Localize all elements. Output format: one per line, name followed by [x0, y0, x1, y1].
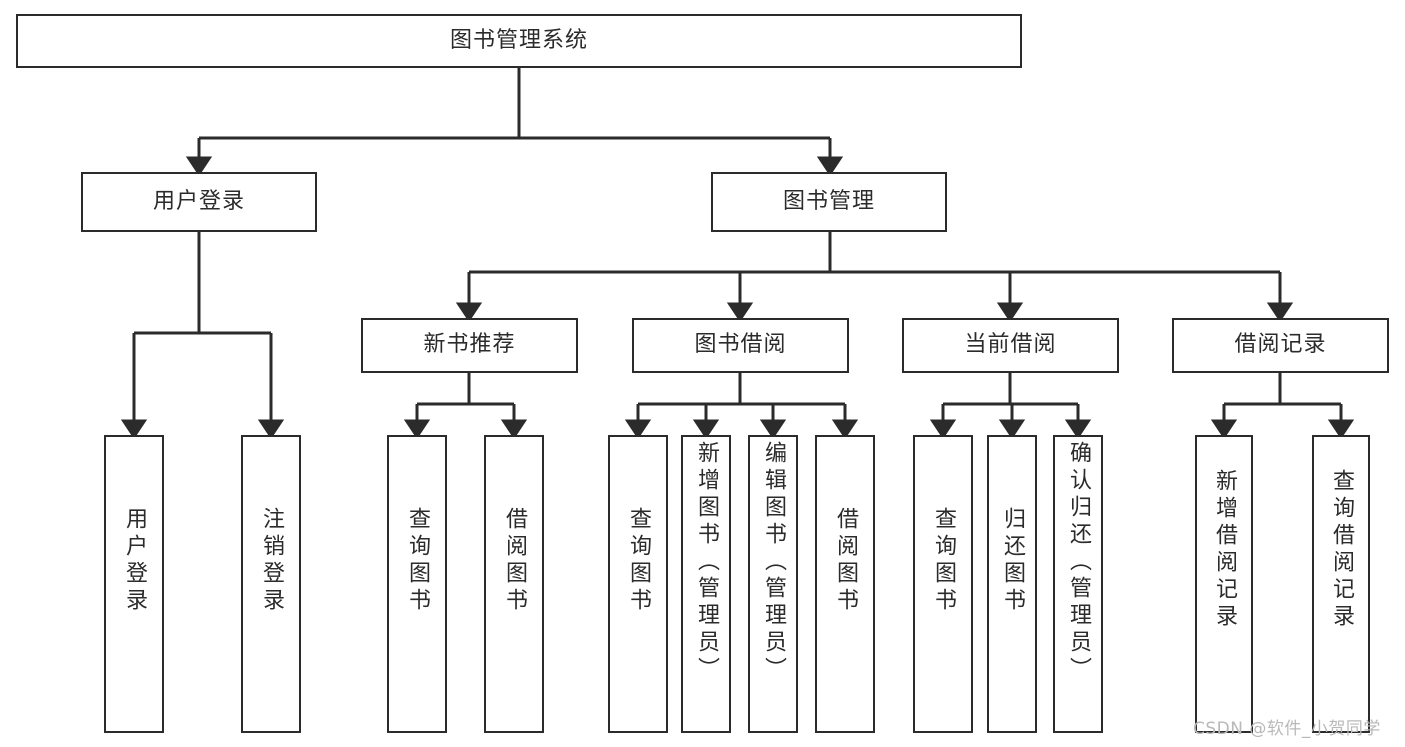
node-leaf-query-book-3[interactable]: 查询图书	[913, 435, 973, 733]
node-borrow-record-label: 借阅记录	[1234, 332, 1327, 358]
node-book-borrow-label: 图书借阅	[694, 332, 787, 358]
node-book-management[interactable]: 图书管理	[711, 172, 947, 232]
node-leaf-query-borrow-record-label: 查询借阅记录	[1329, 469, 1354, 631]
node-leaf-borrow-book-2[interactable]: 借阅图书	[815, 435, 875, 733]
node-leaf-edit-book-admin-label: 编辑图书（管理员）	[761, 441, 786, 684]
node-leaf-user-login-label: 用户登录	[122, 507, 147, 615]
node-book-management-label: 图书管理	[782, 188, 875, 214]
node-leaf-add-book-admin[interactable]: 新增图书（管理员）	[681, 435, 731, 733]
node-root-label: 图书管理系统	[449, 27, 588, 53]
node-leaf-edit-book-admin[interactable]: 编辑图书（管理员）	[748, 435, 798, 733]
node-leaf-query-book-2-label: 查询图书	[626, 507, 651, 615]
node-leaf-add-borrow-record-label: 新增借阅记录	[1212, 469, 1237, 631]
csdn-watermark: CSDN @软件_小贺同学	[1193, 719, 1381, 739]
node-borrow-record[interactable]: 借阅记录	[1172, 318, 1389, 373]
node-leaf-return-book[interactable]: 归还图书	[987, 435, 1037, 733]
node-new-book-recommend[interactable]: 新书推荐	[361, 318, 578, 373]
node-leaf-add-book-admin-label: 新增图书（管理员）	[694, 441, 719, 684]
node-book-borrow[interactable]: 图书借阅	[632, 318, 849, 373]
node-leaf-confirm-return-admin[interactable]: 确认归还（管理员）	[1053, 435, 1103, 733]
node-leaf-add-borrow-record[interactable]: 新增借阅记录	[1195, 435, 1253, 733]
node-leaf-user-login[interactable]: 用户登录	[104, 435, 164, 733]
node-leaf-query-book-1[interactable]: 查询图书	[387, 435, 447, 733]
node-leaf-query-borrow-record[interactable]: 查询借阅记录	[1312, 435, 1370, 733]
node-leaf-logout-login[interactable]: 注销登录	[241, 435, 301, 733]
node-root[interactable]: 图书管理系统	[16, 14, 1022, 68]
node-leaf-borrow-book-1-label: 借阅图书	[502, 507, 527, 615]
node-leaf-return-book-label: 归还图书	[1000, 507, 1025, 615]
node-leaf-query-book-3-label: 查询图书	[931, 507, 956, 615]
node-leaf-borrow-book-1[interactable]: 借阅图书	[484, 435, 544, 733]
node-leaf-query-book-2[interactable]: 查询图书	[608, 435, 668, 733]
node-current-borrow-label: 当前借阅	[964, 332, 1057, 358]
node-user-login[interactable]: 用户登录	[81, 172, 317, 232]
node-leaf-query-book-1-label: 查询图书	[405, 507, 430, 615]
node-current-borrow[interactable]: 当前借阅	[902, 318, 1119, 373]
node-user-login-label: 用户登录	[152, 188, 245, 214]
node-leaf-logout-login-label: 注销登录	[259, 507, 284, 615]
tree-connectors	[120, 68, 1355, 440]
node-new-book-recommend-label: 新书推荐	[423, 332, 516, 358]
node-leaf-borrow-book-2-label: 借阅图书	[833, 507, 858, 615]
node-leaf-confirm-return-admin-label: 确认归还（管理员）	[1066, 441, 1091, 684]
